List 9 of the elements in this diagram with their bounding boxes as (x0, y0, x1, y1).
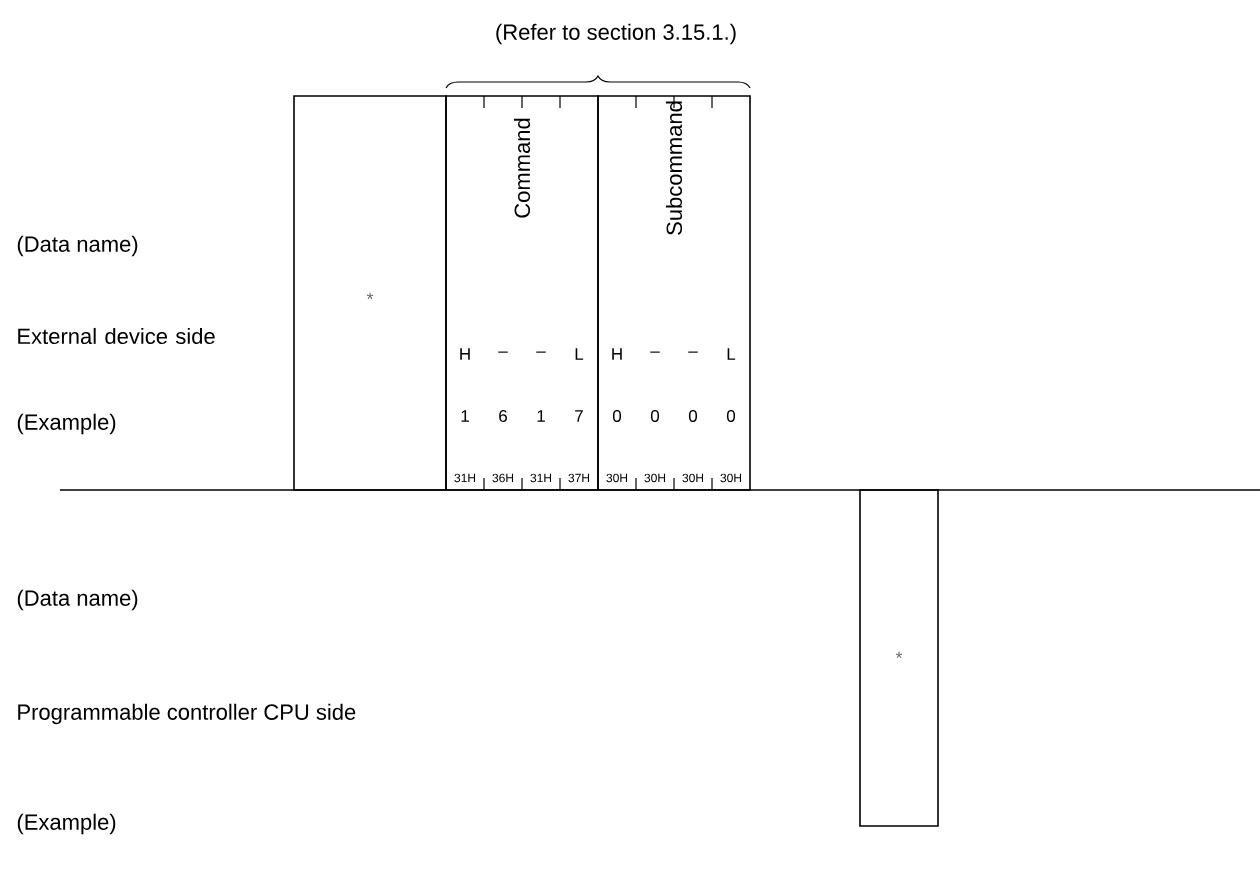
row-label: (Data name) (17, 235, 138, 257)
row-label: (Example) (17, 413, 116, 435)
row-label: (Example) (17, 813, 116, 835)
field-box: * (859, 489, 939, 827)
row-label: Programmable controller CPU side (18, 703, 356, 725)
row-label: (Data name) (17, 589, 138, 611)
row-label: External device side (18, 327, 215, 345)
reference-note: (Refer to section 3.15.1.) (496, 23, 736, 45)
field-box: * (293, 95, 447, 491)
